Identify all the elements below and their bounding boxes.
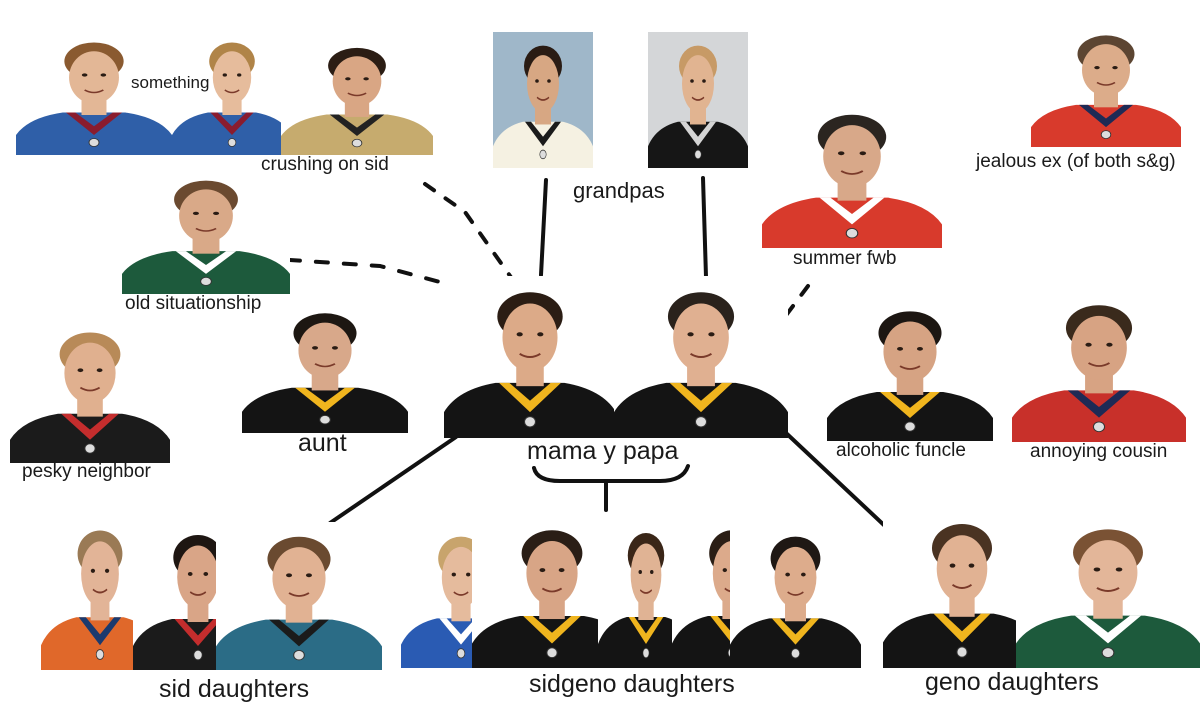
label-aunt: aunt — [298, 429, 347, 457]
portrait-graphic — [172, 30, 292, 155]
grandpa-left-line — [539, 178, 548, 277]
photo-avs-player-left — [16, 30, 172, 155]
portrait-graphic — [10, 318, 170, 463]
portrait-graphic — [242, 300, 408, 433]
portrait-graphic — [216, 522, 382, 670]
sid-daughters-line — [328, 435, 458, 525]
photo-grandpa-right — [648, 32, 748, 168]
photo-alcoholic-funcle — [827, 297, 993, 441]
portrait-graphic — [281, 36, 433, 155]
portrait-graphic — [827, 297, 993, 441]
portrait-graphic — [762, 100, 942, 248]
photo-mama — [444, 276, 616, 438]
photo-wild-old-situationship — [122, 168, 290, 294]
portrait-graphic — [883, 508, 1041, 668]
label-geno-daughters: geno daughters — [925, 668, 1099, 696]
photo-geno-daughter-1 — [883, 508, 1041, 668]
label-mama-y-papa: mama y papa — [527, 437, 679, 465]
photo-caps-summer-fwb — [762, 100, 942, 248]
sidgeno-bracket — [532, 464, 690, 483]
label-annoying-cousin: annoying cousin — [1030, 441, 1168, 462]
portrait-graphic — [122, 168, 290, 294]
label-old-situationship: old situationship — [125, 293, 262, 314]
photo-pesky-neighbor — [10, 318, 170, 463]
label-crushing-on-sid: crushing on sid — [261, 154, 389, 175]
portrait-graphic — [1031, 23, 1181, 147]
portrait-graphic — [648, 32, 748, 168]
label-grandpas: grandpas — [573, 178, 665, 203]
portrait-graphic — [493, 32, 593, 168]
label-alcoholic-funcle: alcoholic funcle — [836, 440, 966, 461]
photo-caps-jealous-ex — [1031, 23, 1181, 147]
grandpa-right-line — [701, 176, 708, 279]
label-pesky-neighbor: pesky neighbor — [22, 461, 151, 482]
crushing-dashed-line — [423, 182, 517, 285]
photo-sid-daughter-3 — [216, 522, 382, 670]
photo-grandpa-left — [493, 32, 593, 168]
portrait-graphic — [730, 522, 861, 668]
label-jealous-ex: jealous ex (of both s&g) — [976, 151, 1176, 172]
portrait-graphic — [614, 276, 788, 438]
photo-annoying-cousin — [1012, 290, 1186, 442]
label-sidgeno-daughters: sidgeno daughters — [529, 670, 735, 698]
photo-papa — [614, 276, 788, 438]
portrait-graphic — [1016, 514, 1200, 668]
label-sid-daughters: sid daughters — [159, 675, 310, 703]
photo-vegas-player — [281, 36, 433, 155]
label-summer-fwb: summer fwb — [793, 248, 897, 269]
portrait-graphic — [1012, 290, 1186, 442]
portrait-graphic — [16, 30, 172, 155]
photo-sidgeno-daughter-5 — [730, 522, 861, 668]
label-something: something — [131, 73, 210, 92]
portrait-graphic — [444, 276, 616, 438]
photo-geno-daughter-2 — [1016, 514, 1200, 668]
photo-avs-player-right — [172, 30, 292, 155]
photo-aunt — [242, 300, 408, 433]
